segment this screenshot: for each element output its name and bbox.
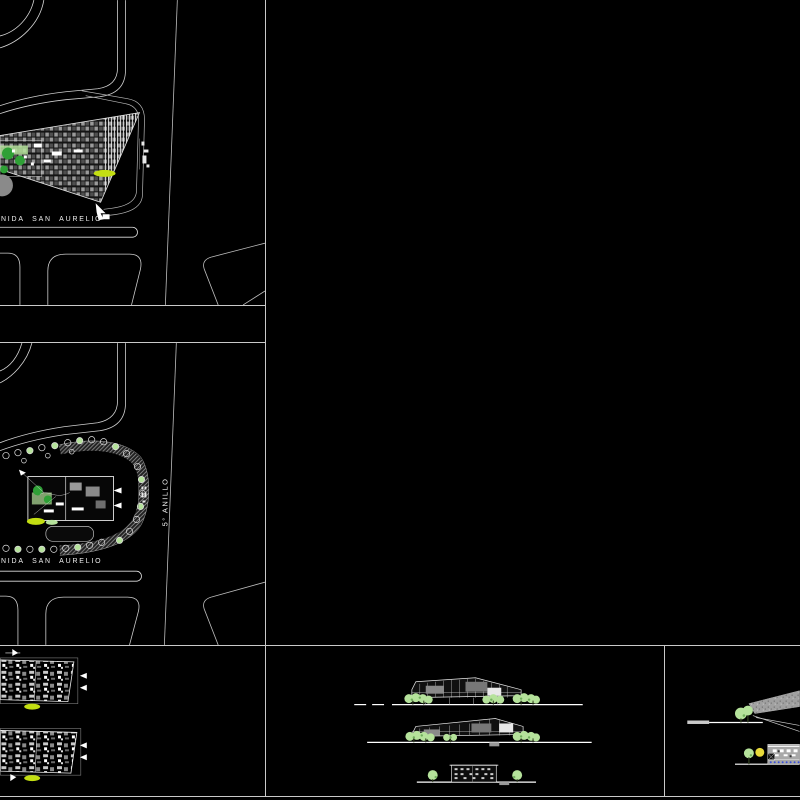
parcel-curb	[81, 90, 145, 216]
apex-marker-symbol	[95, 203, 110, 221]
parking-rounded-rect	[45, 526, 94, 542]
border-horizontal-bottom	[0, 796, 800, 797]
viewport-sections[interactable]	[665, 646, 800, 796]
wedge-interior-details	[33, 143, 83, 163]
highlight-ellipse	[24, 775, 41, 782]
landscape-green-cluster	[0, 140, 43, 177]
section-arrow	[79, 672, 87, 679]
street-label-middle: NIDA SAN AURELIO	[1, 558, 102, 565]
opposite-street-blocks	[0, 595, 140, 645]
tree	[743, 748, 754, 765]
street-corner-roads	[0, 0, 126, 115]
section-arrow	[79, 742, 87, 749]
slab-diagonals	[752, 715, 800, 732]
trees	[405, 730, 540, 743]
arrow-left-2	[113, 502, 122, 509]
street-corner-roads	[0, 343, 126, 452]
border-horizontal-mid	[0, 342, 266, 343]
avenue-diagonal-roads	[163, 343, 265, 645]
opposite-street-blocks	[0, 252, 142, 305]
street-label-top: NIDA SAN AURELIO	[1, 216, 102, 223]
building-section-strip	[767, 744, 800, 765]
highlight-ellipse-green	[45, 519, 58, 525]
site-plan-top-drawing: NIDA SAN AURELIO	[0, 0, 265, 305]
section-arrow	[79, 684, 87, 691]
leader-arrow	[18, 469, 26, 476]
avenue-diagonal-roads	[164, 0, 265, 305]
border-vertical-right-panel	[664, 645, 665, 797]
border-horizontal-top	[0, 305, 266, 306]
viewport-elevations[interactable]	[266, 646, 664, 796]
border-vertical-main	[265, 0, 266, 797]
yellow-circle-marker	[755, 747, 765, 757]
small-annotation-ticks	[138, 482, 147, 509]
trees	[404, 693, 540, 705]
entry-arrow	[10, 774, 17, 782]
viewport-floor-plans[interactable]	[0, 646, 265, 796]
highlight-ellipse	[24, 703, 41, 710]
avenue-median-stripe	[0, 226, 138, 238]
arrow-left-1	[113, 487, 122, 494]
highlight-ellipse	[26, 517, 45, 525]
gray-roundabout-disc	[0, 174, 13, 197]
small-annotation-ticks	[139, 138, 150, 170]
elevation-1	[354, 677, 583, 706]
highlight-ellipse	[93, 169, 116, 177]
perimeter-hatch-band	[58, 440, 150, 556]
sections-drawing	[687, 690, 800, 765]
leader-lines	[21, 472, 70, 515]
blue-dots	[769, 761, 800, 764]
avenue-median-stripe	[0, 570, 142, 582]
section-detail-lower	[734, 744, 800, 765]
floor-plan-upper	[0, 648, 87, 710]
border-horizontal-bottom-strip	[0, 645, 800, 646]
tree-row-top	[2, 436, 131, 464]
tree-row-right	[116, 463, 146, 544]
building-profile	[411, 677, 522, 705]
building-footprint	[18, 469, 122, 521]
elevations-drawing	[354, 677, 592, 786]
site-plan-middle-drawing: 5° ANILLO NIDA SAN AURELIO	[0, 343, 265, 645]
floor-plan-lower	[0, 728, 87, 782]
elevation-2	[367, 718, 592, 747]
floor-plans-drawing	[0, 648, 87, 782]
road-curves-top-left	[0, 0, 45, 49]
north-arrow	[12, 648, 19, 656]
trees	[427, 770, 523, 783]
viewport-site-plan-middle[interactable]: 5° ANILLO NIDA SAN AURELIO	[0, 343, 265, 645]
section-arrow	[79, 754, 87, 761]
building-profile	[449, 764, 510, 786]
roof-slab-hatched	[748, 690, 800, 714]
tree-row-bottom	[2, 538, 106, 553]
road-curves-top-left	[0, 343, 33, 384]
section-detail-upper	[687, 690, 800, 732]
viewport-site-plan-top[interactable]: NIDA SAN AURELIO	[0, 0, 265, 305]
elevation-3	[416, 764, 537, 786]
ring-road-label: 5° ANILLO	[160, 478, 169, 527]
tree	[734, 705, 753, 723]
